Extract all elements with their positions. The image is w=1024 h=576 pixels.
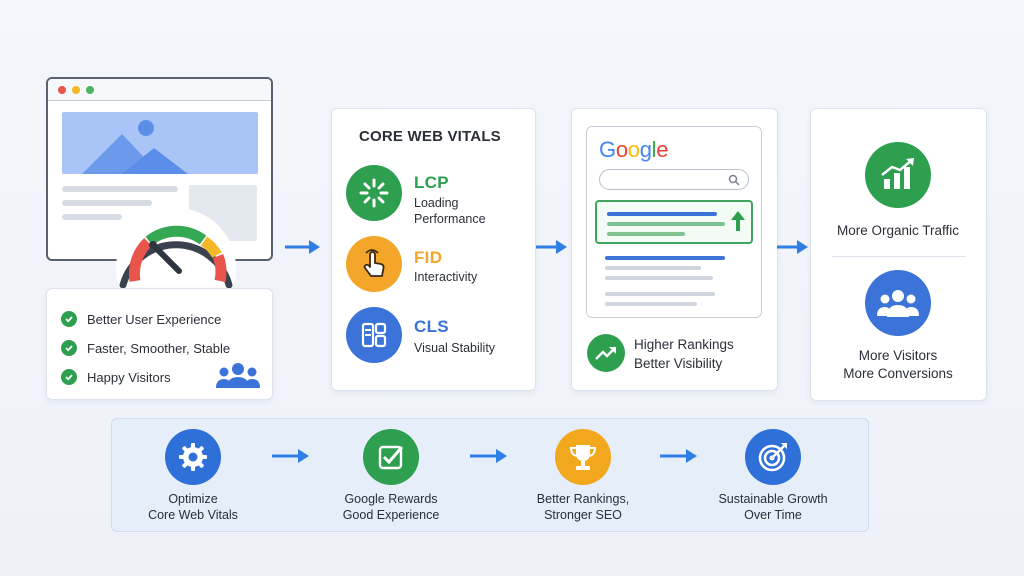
trophy-icon	[555, 429, 611, 485]
users-group-icon	[215, 361, 261, 394]
arrow-right-icon	[285, 238, 321, 256]
result-text-line	[605, 302, 697, 306]
logo-letter: l	[651, 137, 657, 162]
cls-label: CLS	[414, 317, 449, 336]
top-search-result	[595, 200, 753, 244]
lcp-desc-line1: Loading	[414, 196, 459, 210]
google-logo: Google	[599, 137, 668, 163]
result-text-line	[605, 266, 701, 270]
organic-traffic-label: More Organic Traffic	[836, 223, 960, 238]
check-circle-icon	[61, 340, 77, 356]
benefit-label: Happy Visitors	[87, 369, 171, 385]
result-text-line	[607, 232, 685, 236]
text-line	[62, 186, 178, 192]
more-visitors-label: More Visitors	[858, 348, 938, 363]
check-circle-icon	[61, 369, 77, 385]
cls-desc: Visual Stability	[414, 341, 496, 355]
logo-letter: o	[615, 137, 628, 162]
close-dot-icon	[58, 86, 66, 94]
lcp-desc-line2: Performance	[414, 212, 486, 226]
divider	[832, 256, 966, 257]
vitals-title: CORE WEB VITALS	[359, 128, 501, 145]
flow-step-4-line2: Over Time	[744, 508, 802, 522]
benefit-item: Happy Visitors	[61, 369, 171, 385]
maximize-dot-icon	[86, 86, 94, 94]
higher-rankings-label: Higher Rankings	[634, 337, 734, 352]
flow-step-3-line1: Better Rankings,	[536, 492, 630, 506]
layout-blocks-icon	[346, 307, 402, 363]
logo-letter: e	[656, 137, 669, 162]
arrow-right-icon	[470, 447, 508, 465]
arrow-right-icon	[660, 447, 698, 465]
result-text-line	[607, 222, 725, 226]
flow-step-2-line2: Good Experience	[342, 508, 440, 522]
tap-hand-icon	[346, 236, 402, 292]
image-placeholder-icon	[62, 112, 258, 174]
search-icon	[728, 173, 740, 191]
arrow-right-icon	[272, 447, 310, 465]
result-title-line	[605, 256, 725, 260]
flow-step-3-line2: Stronger SEO	[544, 508, 622, 522]
browser-title-bar	[48, 79, 271, 101]
logo-letter: o	[627, 137, 640, 162]
growth-chart-icon	[865, 142, 931, 208]
arrow-right-icon	[777, 238, 809, 256]
result-text-line	[605, 292, 715, 296]
flow-step-1-line1: Optimize	[168, 492, 218, 506]
minimize-dot-icon	[72, 86, 80, 94]
arrow-right-icon	[536, 238, 568, 256]
checkbox-icon	[363, 429, 419, 485]
text-line	[62, 214, 122, 220]
text-line	[62, 200, 152, 206]
fid-label: FID	[414, 248, 443, 267]
result-title-line	[607, 212, 717, 216]
flow-step-4-line1: Sustainable Growth	[718, 492, 828, 506]
benefit-label: Faster, Smoother, Stable	[87, 340, 231, 356]
browser-window-illustration	[46, 77, 273, 261]
gear-icon	[165, 429, 221, 485]
speed-gauge-icon	[113, 205, 239, 328]
benefit-label: Better User Experience	[87, 311, 222, 327]
fid-desc: Interactivity	[414, 270, 478, 284]
trend-up-icon	[587, 334, 625, 372]
process-flow-banner	[111, 418, 869, 532]
loading-spinner-icon	[346, 165, 402, 221]
flow-step-1-line2: Core Web Vitals	[148, 508, 238, 522]
search-bar	[599, 169, 749, 190]
flow-step-2-line1: Google Rewards	[344, 492, 438, 506]
check-circle-icon	[61, 311, 77, 327]
better-visibility-label: Better Visibility	[634, 356, 723, 371]
arrow-up-icon	[730, 210, 746, 237]
target-icon	[745, 429, 801, 485]
benefits-card: Better User Experience Faster, Smoother,…	[46, 288, 273, 400]
logo-letter: G	[599, 137, 616, 162]
benefit-item: Faster, Smoother, Stable	[61, 340, 230, 356]
benefit-item: Better User Experience	[61, 311, 221, 327]
result-text-line	[605, 276, 713, 280]
more-conversions-label: More Conversions	[843, 366, 953, 381]
lcp-label: LCP	[414, 173, 449, 192]
users-group-icon	[865, 270, 931, 336]
logo-letter: g	[639, 137, 652, 162]
